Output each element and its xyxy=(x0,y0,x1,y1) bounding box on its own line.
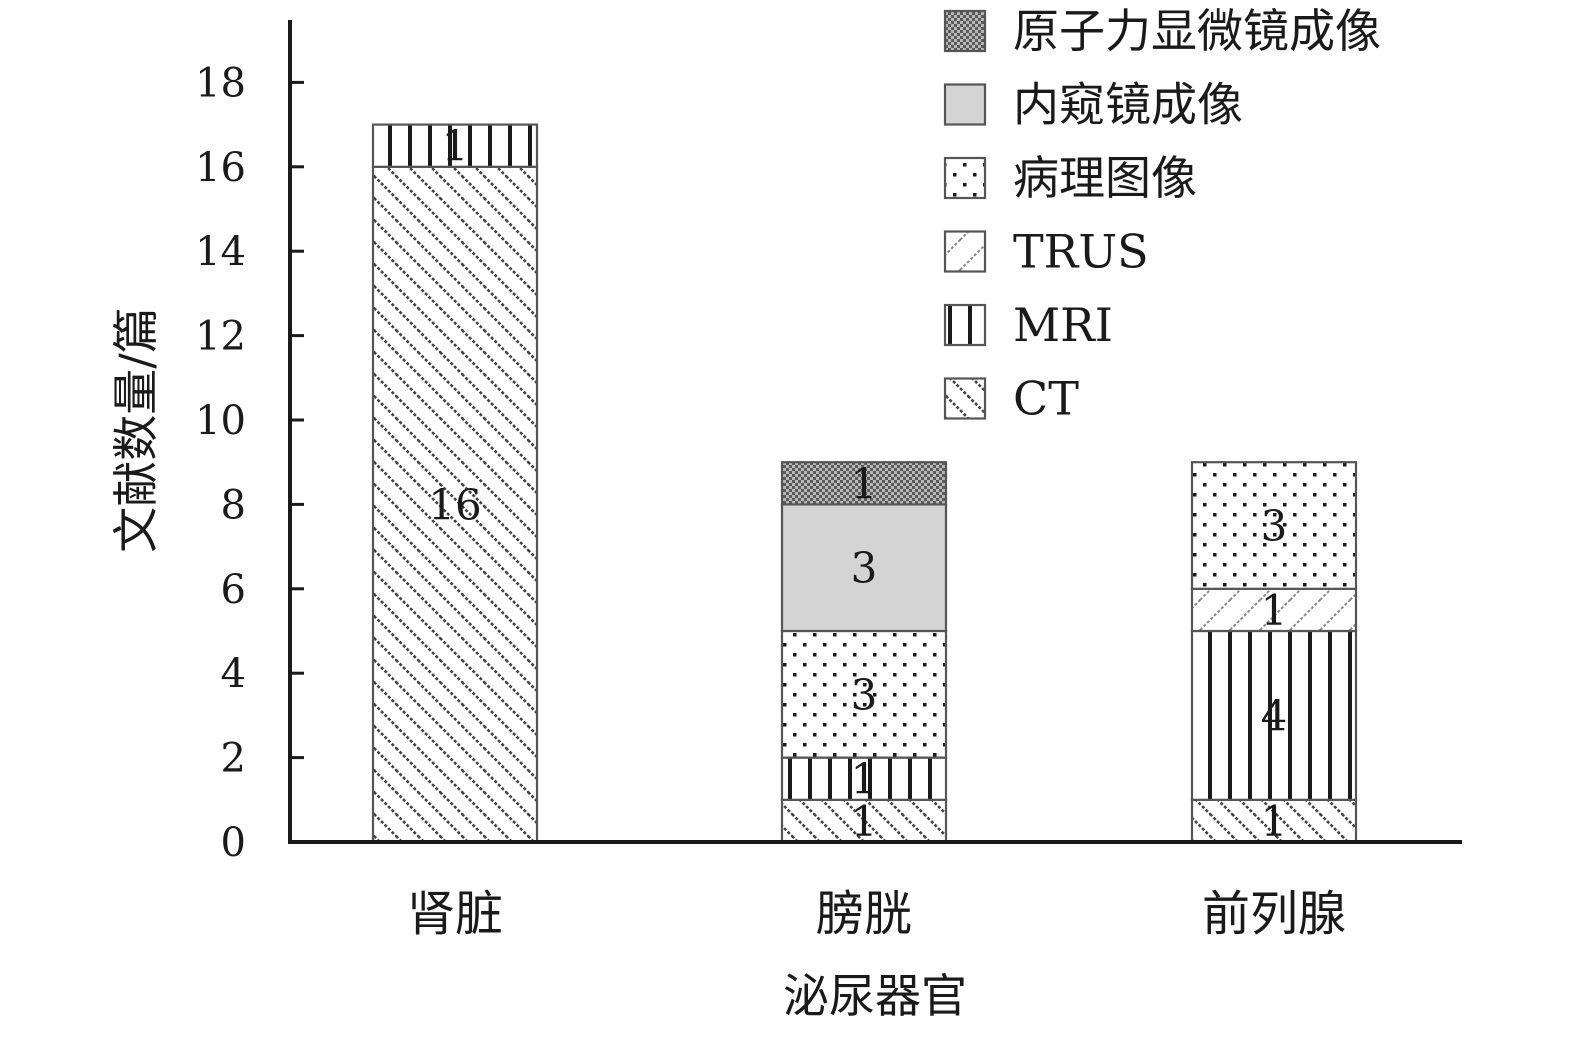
bar-segment-0-0 xyxy=(371,165,539,844)
bar-segment-1-1 xyxy=(780,756,948,801)
segment-value-label: 1 xyxy=(851,459,878,508)
legend-swatch xyxy=(943,377,987,420)
legend-label: 内窥镜成像 xyxy=(1013,78,1243,132)
legend-label: 病理图像 xyxy=(1013,151,1197,205)
x-axis-title: 泌尿器官 xyxy=(783,969,967,1023)
bar-segment-2-3 xyxy=(1190,461,1358,590)
x-category-label: 肾脏 xyxy=(407,886,503,942)
y-tick-label: 6 xyxy=(221,567,246,613)
bar-segment-2-1 xyxy=(1190,629,1358,801)
segment-value-label: 1 xyxy=(1261,586,1288,635)
y-tick-label: 4 xyxy=(221,651,246,697)
bar-segment-1-4 xyxy=(780,503,948,633)
y-tick-label: 18 xyxy=(195,60,246,106)
x-category-label: 膀胱 xyxy=(816,886,912,942)
bar-segment-2-0 xyxy=(1190,798,1358,844)
legend-swatch xyxy=(943,9,987,53)
y-tick-label: 12 xyxy=(195,314,246,360)
y-tick-label: 8 xyxy=(221,482,246,528)
y-tick-label: 16 xyxy=(195,145,246,191)
bar-segment-1-3 xyxy=(780,629,948,759)
x-category-label: 前列腺 xyxy=(1202,886,1346,942)
y-tick-label: 0 xyxy=(221,820,246,866)
legend-swatch xyxy=(943,230,987,273)
segment-value-label: 3 xyxy=(851,544,878,593)
bar-segment-1-5 xyxy=(780,461,948,506)
legend-swatch xyxy=(943,303,987,347)
segment-value-label: 3 xyxy=(851,670,878,719)
segment-value-label: 1 xyxy=(442,122,469,171)
legend-label: 原子力显微镜成像 xyxy=(1013,4,1381,58)
y-tick-labels: 0 2 4 6 8 10 12 14 16 18 xyxy=(195,60,304,866)
legend-swatch xyxy=(943,83,987,126)
segment-value-label: 1 xyxy=(1261,797,1288,846)
segment-value-label: 4 xyxy=(1261,691,1288,740)
legend-swatch xyxy=(943,156,987,200)
legend-label: TRUS xyxy=(1013,225,1149,279)
segment-value-label: 1 xyxy=(851,755,878,804)
legend-label: CT xyxy=(1013,372,1079,426)
segment-value-label: 3 xyxy=(1261,502,1288,551)
y-axis-title: 文献数量/篇 xyxy=(109,307,163,553)
y-tick-label: 2 xyxy=(221,736,246,782)
bar-segment-2-2 xyxy=(1190,587,1358,633)
segment-value-label: 1 xyxy=(851,797,878,846)
bars-layer xyxy=(371,123,1358,844)
segment-value-label: 16 xyxy=(428,480,481,529)
y-tick-label: 14 xyxy=(195,229,246,275)
bar-segment-0-1 xyxy=(371,123,539,168)
y-tick-label: 10 xyxy=(195,398,246,444)
x-category-labels: 肾脏 膀胱 前列腺 xyxy=(407,886,1346,942)
axes-layer xyxy=(288,20,1462,844)
legend-label: MRI xyxy=(1013,298,1113,352)
